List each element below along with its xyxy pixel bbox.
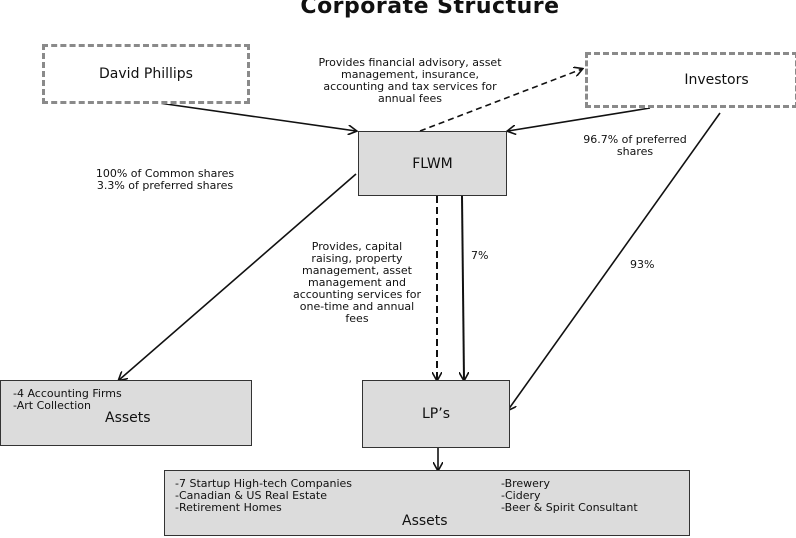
assets-bottom-col2: -Brewery -Cidery -Beer & Spirit Consulta… bbox=[501, 478, 638, 514]
note-investors-shares: 96.7% of preferred shares bbox=[583, 133, 687, 158]
node-david-phillips: David Phillips bbox=[42, 44, 250, 104]
list-item: -Cidery bbox=[501, 489, 541, 502]
arrow-flwm-to-lps-solid bbox=[462, 195, 464, 380]
note-flwm-lp-percent: 7% bbox=[471, 249, 489, 262]
arrow-david-to-flwm bbox=[151, 101, 356, 131]
note-david-shares: 100% of Common shares 3.3% of preferred … bbox=[95, 167, 235, 192]
david-phillips-label: David Phillips bbox=[99, 66, 193, 82]
note-flwm-services-investors: Provides financial advisory, asset manag… bbox=[318, 56, 502, 105]
note-flwm-lp-services: Provides, capital raising, property mana… bbox=[292, 240, 422, 325]
list-item: -Art Collection bbox=[13, 399, 91, 412]
arrow-flwm-to-assets bbox=[119, 173, 357, 380]
page-title: Corporate Structure bbox=[300, 0, 560, 19]
node-flwm: FLWM bbox=[358, 131, 507, 196]
assets-left-list: -4 Accounting Firms -Art Collection bbox=[13, 388, 122, 412]
list-item: -Canadian & US Real Estate bbox=[175, 489, 327, 502]
node-lps: LP’s bbox=[362, 380, 510, 448]
flwm-label: FLWM bbox=[412, 155, 453, 172]
note-investors-lp-percent: 93% bbox=[630, 258, 655, 271]
list-item: -Beer & Spirit Consultant bbox=[501, 501, 638, 514]
investors-label: Investors bbox=[684, 72, 749, 88]
assets-bottom-col1: -7 Startup High-tech Companies -Canadian… bbox=[175, 478, 352, 514]
node-investors: Investors bbox=[585, 52, 796, 108]
list-item: -Retirement Homes bbox=[175, 501, 282, 514]
assets-left-label: Assets bbox=[105, 410, 151, 426]
arrow-investors-to-lps bbox=[508, 112, 721, 410]
lps-label: LP’s bbox=[422, 406, 450, 422]
arrow-investors-to-flwm bbox=[508, 107, 651, 131]
list-item: -4 Accounting Firms bbox=[13, 387, 122, 400]
node-assets-bottom: -7 Startup High-tech Companies -Canadian… bbox=[164, 470, 690, 536]
arrow-flwm-to-investors-dashed bbox=[419, 69, 582, 132]
list-item: -Brewery bbox=[501, 477, 550, 490]
node-assets-left: -4 Accounting Firms -Art Collection Asse… bbox=[0, 380, 252, 446]
assets-bottom-label: Assets bbox=[402, 513, 448, 529]
list-item: -7 Startup High-tech Companies bbox=[175, 477, 353, 490]
